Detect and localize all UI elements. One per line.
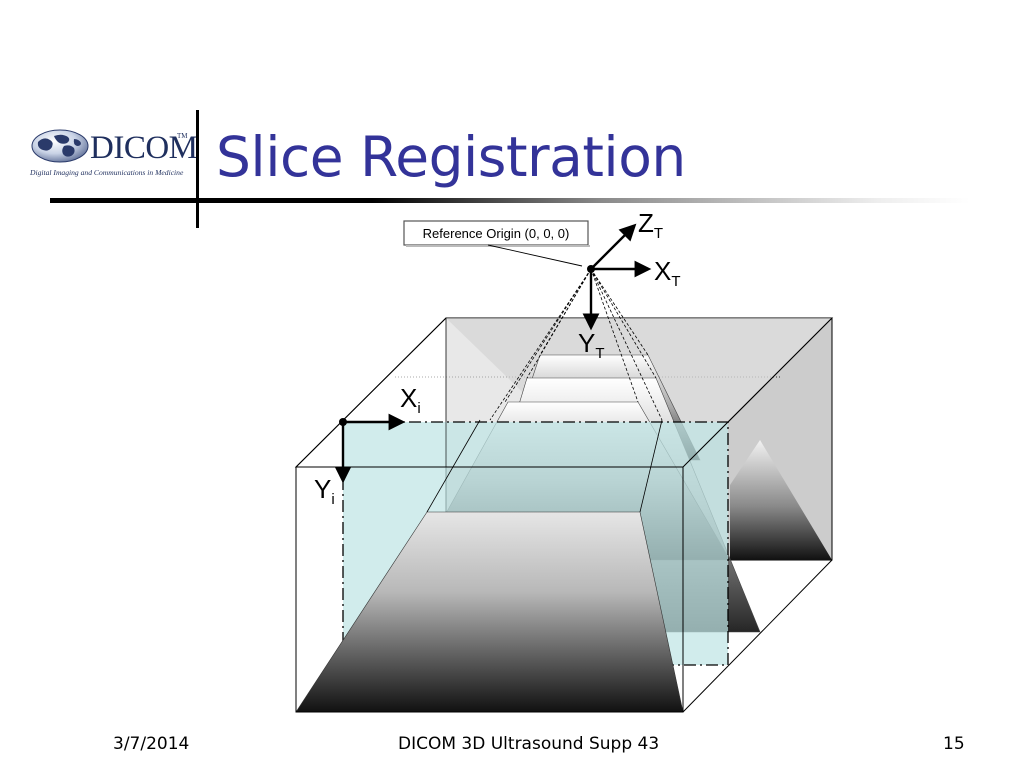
y-t-label: YT: [578, 328, 605, 362]
box-front-face: [295, 466, 684, 713]
callout-leader: [487, 244, 583, 267]
logo-tagline: Digital Imaging and Communications in Me…: [30, 168, 184, 177]
x-t-label: XT: [654, 256, 681, 290]
globe-icon: [31, 129, 89, 163]
z-t-axis-arrow: [590, 223, 637, 270]
reference-origin-label: Reference Origin (0, 0, 0): [423, 226, 570, 241]
z-t-label: ZT: [638, 208, 663, 242]
right-side-fan: [730, 440, 832, 560]
y-i-label: Yi: [314, 474, 335, 508]
footer-title: DICOM 3D Ultrasound Supp 43: [398, 734, 660, 754]
logo-wordmark: DICOM: [90, 130, 198, 166]
beam-fan-lines: [489, 268, 663, 421]
slice-registration-diagram: Reference Origin (0, 0, 0) ZT XT YT Xi Y…: [294, 208, 834, 713]
title-horizontal-rule: [50, 198, 970, 203]
dicom-logo: DICOM TM Digital Imaging and Communicati…: [28, 126, 198, 184]
title-vertical-rule: [196, 110, 199, 228]
footer-date: 3/7/2014: [113, 734, 190, 754]
footer-page-number: 15: [943, 734, 965, 754]
x-i-label: Xi: [400, 383, 421, 417]
logo-trademark: TM: [177, 132, 188, 140]
slide-title: Slice Registration: [216, 125, 686, 189]
